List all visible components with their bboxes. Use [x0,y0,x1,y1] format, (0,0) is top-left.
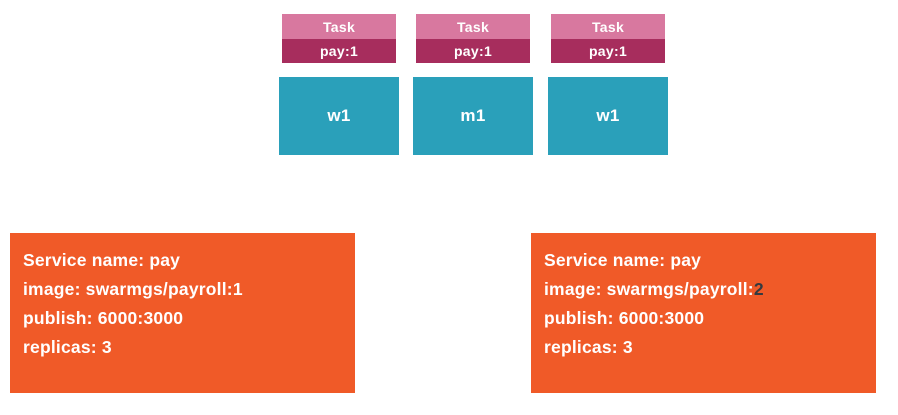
task-card: Task pay:1 [282,14,396,63]
image-version-text: 2 [753,279,764,299]
task-tag-label: pay:1 [551,39,665,63]
task-group-2: Task pay:1 m1 [413,14,533,155]
task-group-1: Task pay:1 w1 [279,14,399,155]
node-box-w1: w1 [279,77,399,155]
task-header-label: Task [416,14,530,39]
service-name-line: Service name: pay [23,250,181,270]
task-header-label: Task [282,14,396,39]
task-tag-label: pay:1 [416,39,530,63]
task-card: Task pay:1 [416,14,530,63]
image-version-text: 1 [232,279,243,299]
service-publish-line: publish: 6000:3000 [544,308,705,328]
service-image-line: image: swarmgs/payroll:1 [23,275,342,304]
node-box-w1: w1 [548,77,668,155]
task-group-3: Task pay:1 w1 [548,14,668,155]
image-prefix-text: image: swarmgs/payroll: [544,279,754,299]
task-card: Task pay:1 [551,14,665,63]
service-replicas-line: replicas: 3 [23,337,112,357]
node-box-m1: m1 [413,77,533,155]
service-box-v2: Service name: pay image: swarmgs/payroll… [531,233,876,393]
task-header-label: Task [551,14,665,39]
task-tag-label: pay:1 [282,39,396,63]
service-name-line: Service name: pay [544,250,702,270]
service-box-v1: Service name: pay image: swarmgs/payroll… [10,233,355,393]
image-prefix-text: image: swarmgs/payroll: [23,279,233,299]
service-image-line: image: swarmgs/payroll:2 [544,275,863,304]
service-replicas-line: replicas: 3 [544,337,633,357]
service-publish-line: publish: 6000:3000 [23,308,184,328]
